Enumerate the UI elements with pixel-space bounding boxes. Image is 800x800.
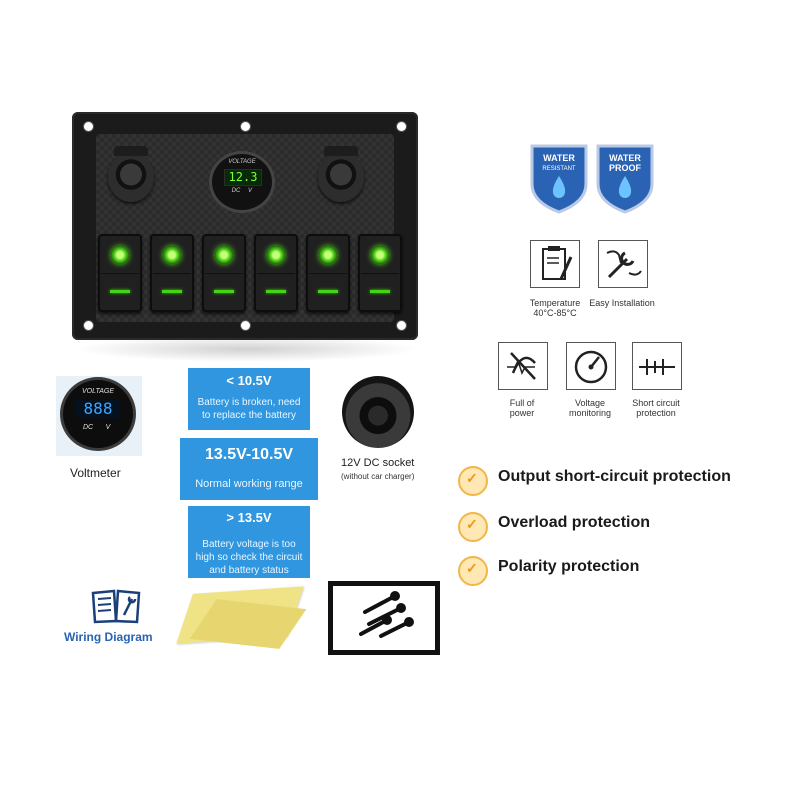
shield-check-icon: ✓ xyxy=(458,512,488,542)
range-desc-high-3: and battery status xyxy=(209,565,289,576)
easy-installation-feature xyxy=(598,240,648,288)
temperature-feature xyxy=(530,240,580,288)
gauge-icon xyxy=(574,350,608,384)
full-power-label-2: power xyxy=(509,408,535,418)
panel-usb-socket-left xyxy=(108,146,154,202)
wiring-diagram-label: Wiring Diagram xyxy=(64,630,153,644)
dc-socket-photo xyxy=(342,376,414,448)
dc-socket-label: 12V DC socket xyxy=(341,457,415,469)
panel-voltage-readout: 12.3 xyxy=(224,169,262,186)
mount-hole-icon xyxy=(397,321,406,330)
switch-panel: VOLTAGE 12.3 DC V xyxy=(72,112,418,340)
voltage-monitoring-feature xyxy=(566,342,616,390)
range-head-low: < 10.5V xyxy=(226,373,272,388)
voltmeter-face: VOLTAGE 888 DC V xyxy=(63,380,133,448)
led-icon xyxy=(267,246,285,264)
voltmeter-dc-label: DC xyxy=(82,424,94,431)
water-resistant-badge: WATER RESISTANT xyxy=(530,144,588,214)
led-icon xyxy=(163,246,181,264)
badge1-line2: RESISTANT xyxy=(542,166,576,172)
rocker-switch-3[interactable] xyxy=(202,234,246,312)
range-head-high: > 13.5V xyxy=(226,510,272,525)
range-desc-high-2: high so check the circuit xyxy=(195,552,303,563)
circuit-icon xyxy=(639,359,675,375)
rocker-switch-2[interactable] xyxy=(150,234,194,312)
range-desc-low-1: Battery is broken, need xyxy=(197,397,301,408)
short-circuit-label-1: Short circuit xyxy=(632,398,680,408)
panel-v-label: V xyxy=(247,188,252,194)
range-desc-normal: Normal working range xyxy=(195,478,303,490)
rocker-switch-1[interactable] xyxy=(98,234,142,312)
mount-hole-icon xyxy=(241,321,250,330)
rocker-switch-6[interactable] xyxy=(358,234,402,312)
led-icon xyxy=(371,246,389,264)
range-desc-high-1: Battery voltage is too xyxy=(202,539,296,550)
shield-check-icon: ✓ xyxy=(458,466,488,496)
panel-voltage-label: VOLTAGE xyxy=(228,159,256,165)
power-pulse-icon xyxy=(507,352,536,380)
voltage-monitoring-label-1: Voltage xyxy=(574,398,606,408)
easy-installation-label: Easy Installation xyxy=(589,298,655,308)
voltmeter-face-label: VOLTAGE xyxy=(81,388,115,395)
range-box-high: > 13.5V Battery voltage is too high so c… xyxy=(188,506,310,578)
protection-text: Polarity protection xyxy=(498,558,640,575)
full-power-label-1: Full of xyxy=(509,398,535,408)
badge2-line1: WATER xyxy=(609,153,641,163)
panel-usb-socket-right xyxy=(318,146,364,202)
mount-hole-icon xyxy=(84,122,93,131)
badge2-line2: PROOF xyxy=(609,163,642,173)
panel-voltmeter: VOLTAGE 12.3 DC V xyxy=(212,154,272,210)
mount-hole-icon xyxy=(84,321,93,330)
voltage-monitoring-label-2: monitoring xyxy=(568,408,612,418)
screws-frame xyxy=(328,581,440,655)
mount-hole-icon xyxy=(397,122,406,131)
book-wrench-icon xyxy=(91,589,141,624)
protection-text: Output short-circuit protection xyxy=(498,468,731,485)
panel-shadow xyxy=(74,336,420,362)
short-circuit-feature xyxy=(632,342,682,390)
rocker-switch-5[interactable] xyxy=(306,234,350,312)
water-drop-icon xyxy=(618,176,632,198)
range-box-low: < 10.5V Battery is broken, need to repla… xyxy=(188,368,310,430)
voltmeter-photo: VOLTAGE 888 DC V xyxy=(56,376,142,456)
range-box-normal: 13.5V-10.5V Normal working range xyxy=(180,438,318,500)
voltmeter-caption: Voltmeter xyxy=(70,466,121,480)
dc-socket-sublabel: (without car charger) xyxy=(341,472,415,481)
temperature-label-1: Temperature xyxy=(529,298,581,308)
badge1-line1: WATER xyxy=(543,153,575,163)
clipboard-thermometer-icon xyxy=(542,246,573,280)
voltmeter-v-label: V xyxy=(105,424,111,431)
rocker-switch-4[interactable] xyxy=(254,234,298,312)
protection-text: Overload protection xyxy=(498,514,651,531)
screws-icon xyxy=(359,591,414,638)
voltmeter-digits: 888 xyxy=(76,400,120,418)
water-drop-icon xyxy=(552,176,566,198)
range-desc-low-2: to replace the battery xyxy=(202,410,296,421)
short-circuit-label-2: protection xyxy=(636,408,676,418)
panel-dc-label: DC xyxy=(231,188,241,194)
mount-hole-icon xyxy=(241,122,250,131)
range-head-normal: 13.5V-10.5V xyxy=(204,446,294,463)
water-proof-badge: WATER PROOF xyxy=(596,144,654,214)
led-icon xyxy=(111,246,129,264)
full-power-feature xyxy=(498,342,548,390)
led-icon xyxy=(215,246,233,264)
temperature-label-2: 40°C-85°C xyxy=(533,308,577,318)
shield-check-icon: ✓ xyxy=(458,556,488,586)
wrench-hand-icon xyxy=(606,250,642,279)
led-icon xyxy=(319,246,337,264)
